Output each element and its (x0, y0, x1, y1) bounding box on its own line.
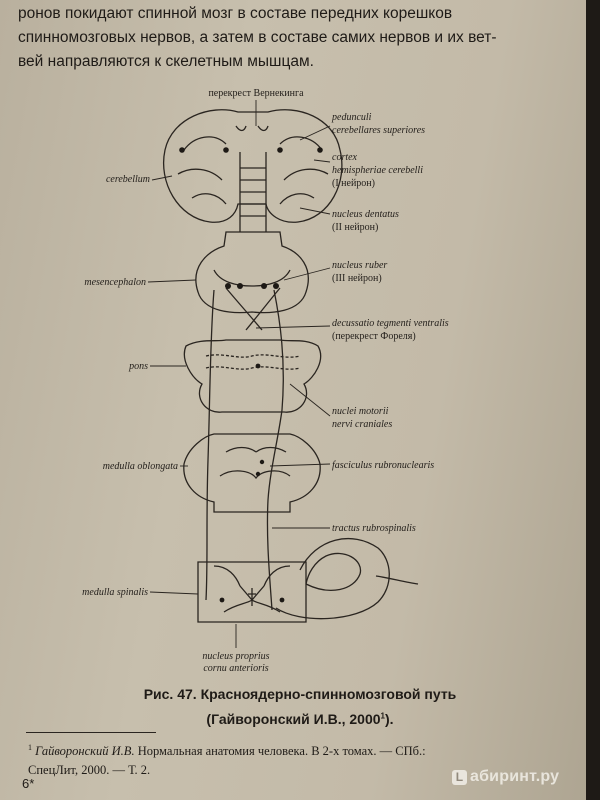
caption-source-mark: 1 (380, 711, 385, 720)
medulla-oblongata-outline (183, 433, 321, 513)
footnote-mark: 1 (28, 743, 32, 752)
footnote-text-2: СпецЛит, 2000. — Т. 2. (28, 763, 151, 778)
rubrospinal-tract-left (205, 289, 215, 601)
label-motorii-2: nervi craniales (332, 419, 392, 430)
labirint-watermark: L абиринт.ру (452, 768, 559, 786)
label-dentatus-2: (II нейрон) (332, 222, 378, 233)
label-pons: pons (128, 361, 148, 372)
rubrospinal-tract-right (266, 289, 284, 611)
caption-line-2: (Гайворонский И.В., 20001). (206, 711, 393, 727)
caption-source: (Гайворонский И.В., 2000 (206, 710, 381, 727)
footnote: 1 Гайворонский И.В. Нормальная анатомия … (28, 738, 558, 780)
caption-number: Рис. 47. (143, 686, 197, 702)
label-dentatus-1: nucleus dentatus (332, 209, 399, 220)
watermark-text: абиринт.ру (470, 768, 560, 785)
caption-line-1: Рис. 47. Красноядерно-спинномозговой пут… (144, 686, 457, 702)
mesencephalon-outline (195, 231, 309, 314)
label-medulla-spinalis: medulla spinalis (82, 587, 148, 598)
rubrospinal-tract-figure: перекрест Вернекинга cerebellum mesencep… (82, 88, 449, 674)
label-nucleus-proprius-2: cornu anterioris (203, 663, 268, 674)
spinal-nerve (275, 537, 419, 620)
caption-source-end: ). (385, 710, 394, 727)
label-decussatio-1: decussatio tegmenti ventralis (332, 318, 449, 329)
body-line-2: спинномозговых нервов, а затем в составе… (18, 29, 497, 46)
footnote-text-1: Нормальная анатомия человека. В 2-х тома… (137, 744, 426, 759)
label-decussatio-2: (перекрест Фореля) (332, 331, 416, 342)
cerebellum-outline (163, 109, 343, 223)
label-nucleus-proprius-1: nucleus proprius (202, 651, 269, 662)
label-wernekink-decussation: перекрест Вернекинга (208, 88, 304, 99)
label-ruber-1: nucleus ruber (332, 260, 387, 271)
caption-title: Красноядерно-спинномозговой путь (200, 686, 457, 702)
footnote-author: Гайворонский И.В. (35, 744, 135, 759)
label-pedunculi-1: pedunculi (331, 112, 372, 123)
spinal-cord-outline (197, 561, 307, 623)
label-motorii-1: nuclei motorii (332, 406, 389, 417)
body-paragraph: ронов покидают спинной мозг в составе пе… (18, 2, 578, 74)
body-line-1: ронов покидают спинной мозг в составе пе… (18, 5, 453, 22)
label-fasciculus: fasciculus rubronuclearis (332, 460, 434, 471)
label-medulla-oblongata: medulla oblongata (103, 461, 178, 472)
footnote-rule (26, 732, 156, 733)
figure-caption: Рис. 47. Красноядерно-спинномозговой пут… (100, 684, 500, 730)
label-ruber-2: (III нейрон) (332, 273, 382, 284)
page-number: 6* (22, 776, 35, 791)
label-mesencephalon: mesencephalon (84, 277, 146, 288)
body-line-3: вей направляются к скелетным мышцам. (18, 53, 314, 70)
book-page: ронов покидают спинной мозг в составе пе… (0, 0, 586, 800)
label-tractus: tractus rubrospinalis (332, 523, 416, 534)
label-cerebellum: cerebellum (106, 174, 150, 185)
label-cortex-1: cortex (332, 152, 358, 163)
label-pedunculi-2: cerebellares superiores (332, 125, 425, 136)
pons-outline (183, 339, 322, 413)
labirint-logo-icon: L (452, 769, 467, 785)
label-cortex-3: (I нейрон) (332, 178, 375, 189)
label-cortex-2: hemispheriae cerebelli (332, 165, 423, 176)
